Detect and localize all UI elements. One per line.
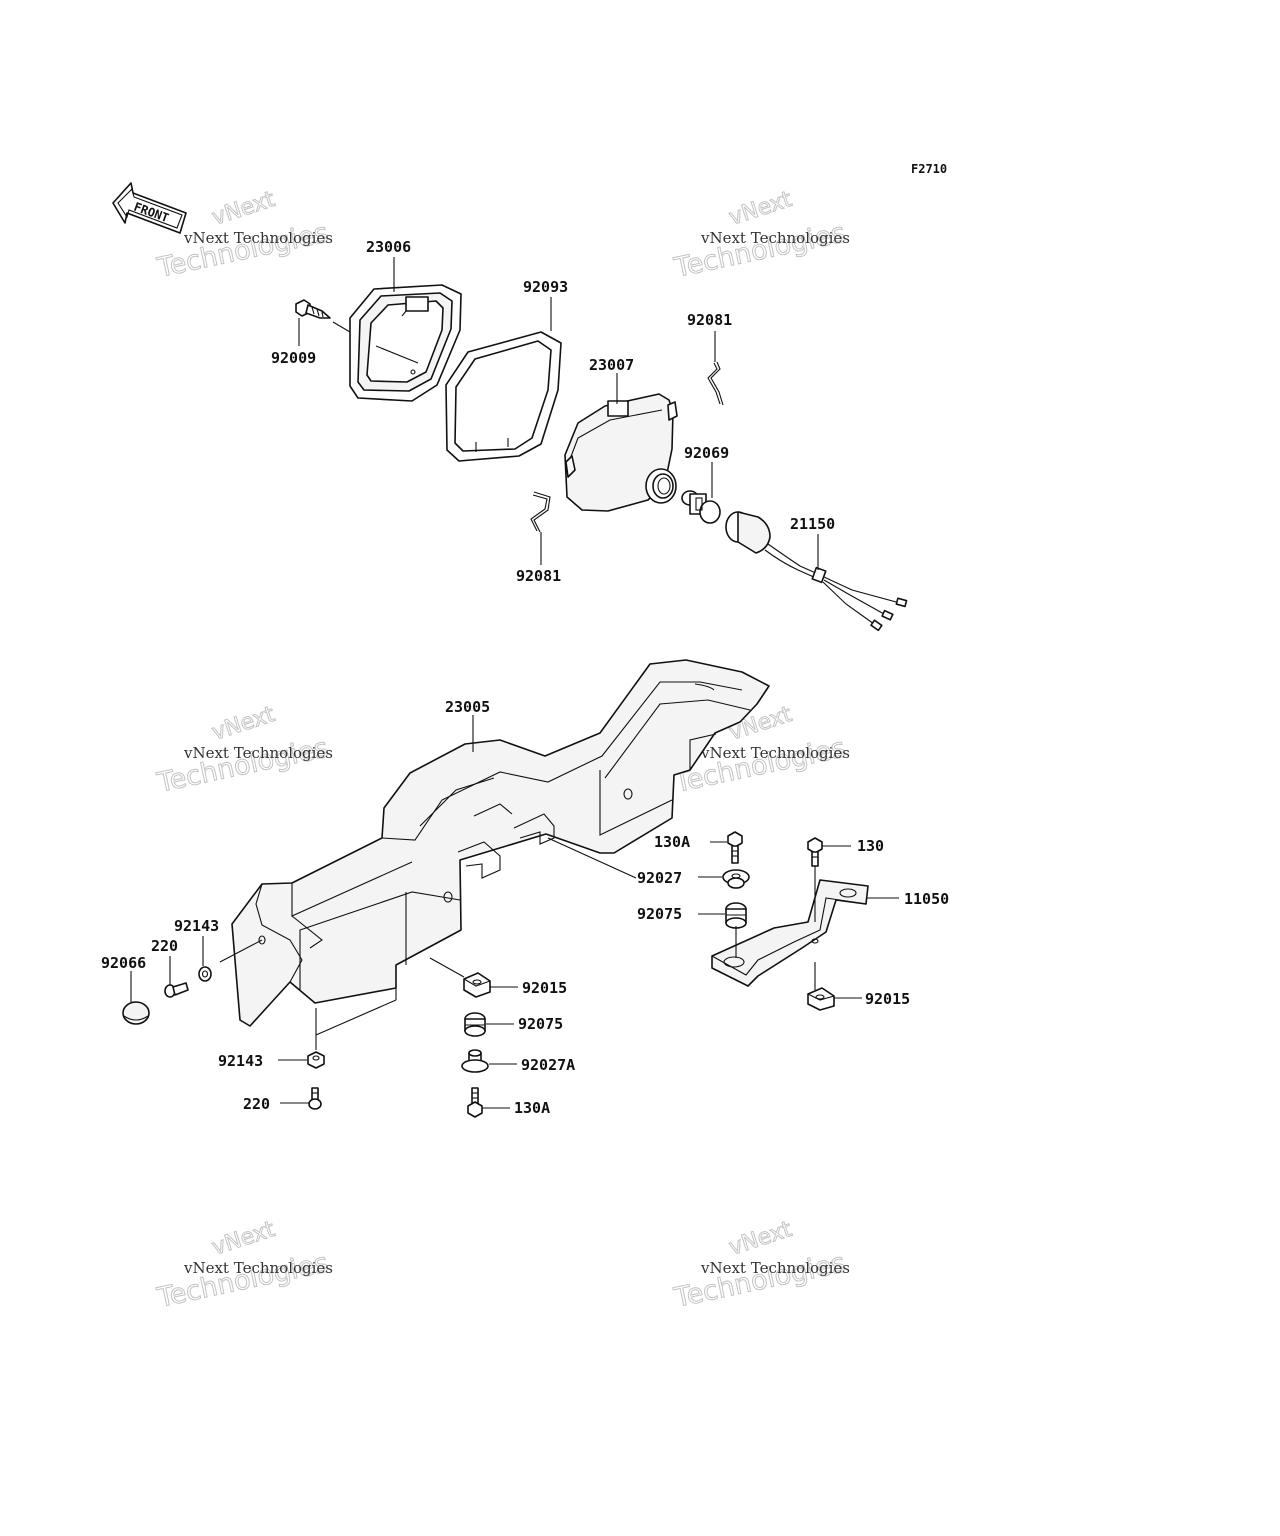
part-92081-clip-bottom — [530, 491, 551, 533]
callout-23006: 23006 — [366, 238, 411, 256]
part-92081-clip-top — [707, 361, 724, 406]
part-130-bolt — [807, 837, 823, 867]
part-92027-collar — [722, 869, 750, 889]
callout-92081-bottom: 92081 — [516, 567, 561, 585]
watermark-1: vNext Technologies vNext Technologies — [154, 186, 333, 284]
watermark-mid-text: vNext Technologies — [183, 1259, 333, 1277]
part-92066-cap — [122, 1001, 150, 1025]
watermark-mid-text: vNext Technologies — [700, 229, 850, 247]
figure-code: F2710 — [911, 162, 947, 176]
callout-130A-bottom: 130A — [514, 1099, 550, 1117]
part-23005-headlight-cover — [231, 659, 770, 1027]
callout-92143-top: 92143 — [174, 917, 219, 935]
callout-92027: 92027 — [637, 869, 682, 887]
watermark-3: vNext Technologies vNext Technologies — [154, 701, 333, 799]
watermark-big-text: Technologies — [671, 217, 848, 284]
front-arrow-icon: FRONT — [112, 182, 187, 234]
callout-130: 130 — [857, 837, 884, 855]
watermark-top-text: vNext — [209, 1217, 278, 1261]
watermark-mid-text: vNext Technologies — [700, 1259, 850, 1277]
watermark-2: vNext Technologies vNext Technologies — [671, 186, 850, 284]
callout-130A-top: 130A — [654, 833, 690, 851]
part-92027A-collar — [461, 1049, 489, 1073]
part-220-screw-top — [164, 982, 189, 998]
callout-92066: 92066 — [101, 954, 146, 972]
callout-11050: 11050 — [904, 890, 949, 908]
callout-23005: 23005 — [445, 698, 490, 716]
part-23007-headlight-housing — [564, 393, 678, 512]
watermark-top-text: vNext — [726, 187, 795, 231]
part-92075-grommet-right — [725, 902, 747, 929]
callout-92027A: 92027A — [521, 1056, 575, 1074]
watermark-mid-text: vNext Technologies — [183, 744, 333, 762]
watermark-big-text: Technologies — [154, 1247, 331, 1314]
callout-92075-right: 92075 — [637, 905, 682, 923]
callout-92075-left: 92075 — [518, 1015, 563, 1033]
part-92143-nut-top — [198, 966, 212, 982]
part-92075-grommet-left — [464, 1012, 486, 1037]
watermark-6: vNext Technologies vNext Technologies — [671, 1216, 850, 1314]
callout-92069: 92069 — [684, 444, 729, 462]
watermark-mid-text: vNext Technologies — [183, 229, 333, 247]
callout-92093: 92093 — [523, 278, 568, 296]
callout-92015-right: 92015 — [865, 990, 910, 1008]
part-92093-gasket — [445, 331, 562, 462]
part-92009-screw — [295, 299, 331, 319]
part-130A-bolt-top — [727, 831, 743, 864]
callout-92143-bottom: 92143 — [218, 1052, 263, 1070]
part-92015-nut-left — [463, 972, 491, 998]
part-92069-bulb — [681, 490, 721, 524]
watermark-5: vNext Technologies vNext Technologies — [154, 1216, 333, 1314]
part-23006-headlight-rim — [349, 284, 462, 402]
part-220-screw-bottom — [308, 1087, 322, 1110]
part-92143-nut-bottom — [307, 1051, 325, 1069]
callout-220-bottom: 220 — [243, 1095, 270, 1113]
callout-23007: 23007 — [589, 356, 634, 374]
callout-92081-top: 92081 — [687, 311, 732, 329]
callout-220-top: 220 — [151, 937, 178, 955]
callout-92009: 92009 — [271, 349, 316, 367]
watermark-top-text: vNext — [209, 702, 278, 746]
callout-21150: 21150 — [790, 515, 835, 533]
part-130A-bolt-bottom — [467, 1087, 483, 1118]
watermark-mid-text: vNext Technologies — [700, 744, 850, 762]
callout-92015-left: 92015 — [522, 979, 567, 997]
watermark-big-text: Technologies — [671, 1247, 848, 1314]
watermark-top-text: vNext — [726, 1217, 795, 1261]
part-92015-nut-right — [807, 987, 835, 1011]
watermark-big-text: Technologies — [154, 732, 331, 799]
watermark-top-text: vNext — [209, 187, 278, 231]
part-21150-socket-harness — [725, 511, 908, 632]
part-11050-bracket — [711, 879, 869, 987]
